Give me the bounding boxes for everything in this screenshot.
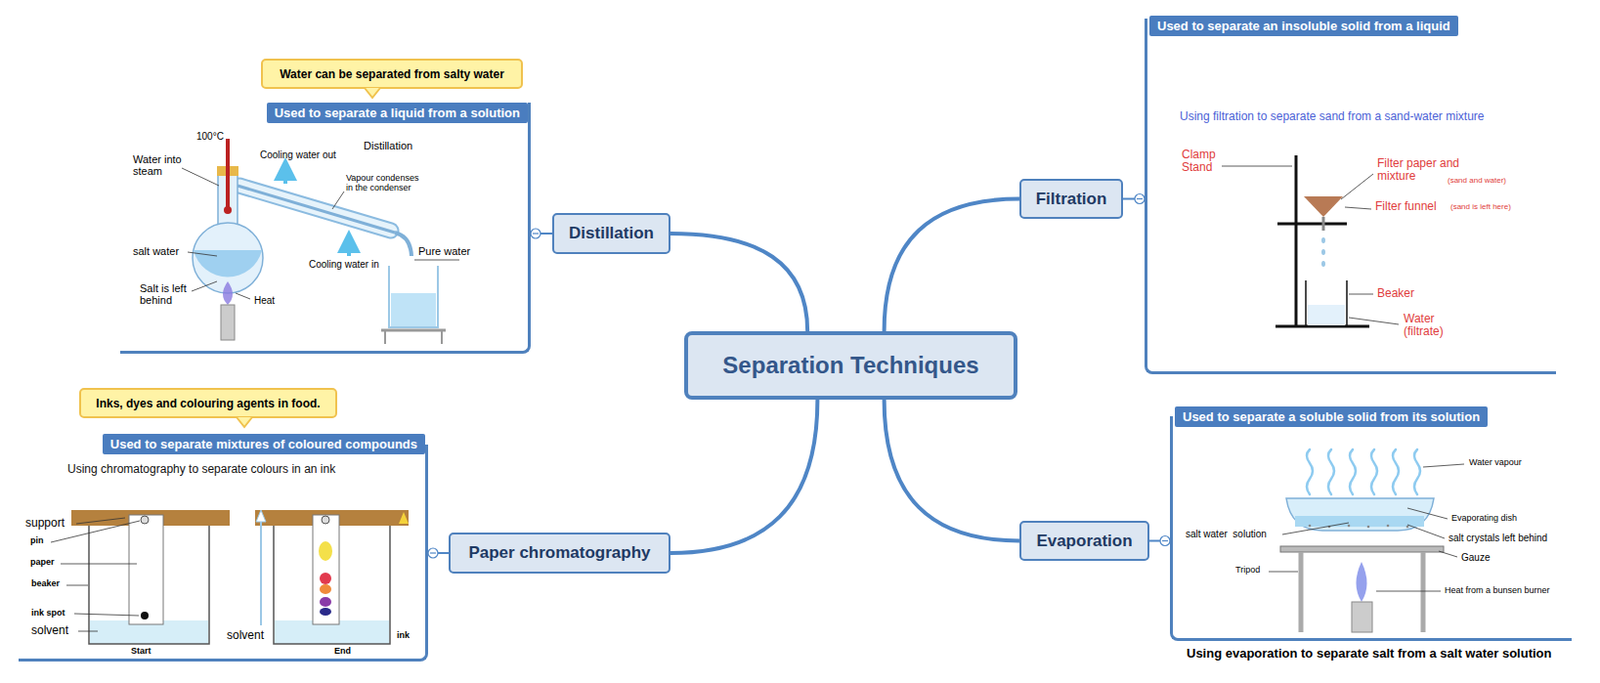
chromatography-apparatus <box>50 510 409 645</box>
part-label: Start <box>130 647 152 657</box>
node-label: Water can be separated from salty water <box>279 67 505 82</box>
branch-connector <box>670 233 808 332</box>
filtration-apparatus <box>1221 155 1399 327</box>
branch-connector <box>1149 536 1171 547</box>
part-label: Tripod <box>1235 565 1260 576</box>
part-label: beaker <box>31 579 60 590</box>
panel-caption: Using evaporation to separate salt from … <box>1186 646 1552 661</box>
branch-connector <box>884 199 1020 333</box>
part-label: pin <box>30 536 44 547</box>
callout-tail <box>236 417 253 430</box>
part-label: Water vapour <box>1469 458 1522 469</box>
node-label: Paper chromatography <box>468 543 650 563</box>
panel-heading: Used to separate mixtures of coloured co… <box>102 433 426 455</box>
branch-topic: Evaporation <box>1019 520 1150 562</box>
branch-topic: Filtration <box>1019 178 1124 219</box>
topic-panel: Used to separate an insoluble solid from… <box>1144 18 1557 375</box>
node-label: Evaporation <box>1036 531 1132 552</box>
panel-heading: Used to separate a liquid from a solutio… <box>266 102 528 124</box>
branch-connector <box>670 233 808 332</box>
part-label: Pure water <box>418 245 471 258</box>
panel-heading: Used to separate a soluble solid from it… <box>1174 406 1488 428</box>
part-label: Beaker <box>1377 287 1415 301</box>
node-label: Filtration <box>1036 189 1108 210</box>
collapse-toggle <box>530 228 541 239</box>
branch-connector <box>529 228 553 239</box>
callout-note: Water can be separated from salty water <box>260 58 523 89</box>
collapse-toggle <box>1134 194 1145 205</box>
branch-topic: Paper chromatography <box>448 532 671 574</box>
collapse-toggle <box>430 552 436 554</box>
part-label: Gauze <box>1461 552 1490 563</box>
part-label: Evaporating dish <box>1451 514 1517 524</box>
branch-topic: Distillation <box>552 213 671 255</box>
part-label: ink spot <box>31 608 66 619</box>
part-label: Cooling water out <box>259 149 337 161</box>
branch-connector <box>884 199 1020 333</box>
callout-tail <box>364 87 381 100</box>
collapse-toggle <box>428 548 438 559</box>
part-label: Vapour condenses in the condenser <box>345 173 425 194</box>
evaporation-apparatus <box>1268 449 1465 633</box>
part-label: Water (filtrate) <box>1403 312 1453 339</box>
collapse-toggle <box>1162 540 1168 542</box>
callout-tail <box>236 417 253 428</box>
part-label: salt water <box>132 245 179 258</box>
part-label: solvent <box>31 624 69 638</box>
distillation-apparatus <box>181 138 460 345</box>
part-label: Filter funnel <box>1375 200 1437 214</box>
part-label: Heat <box>254 295 275 306</box>
part-label: 100°C <box>196 130 224 142</box>
branch-connector <box>670 399 818 554</box>
node-label: Distillation <box>568 223 654 244</box>
part-label: paper <box>30 558 55 568</box>
callout-note: Inks, dyes and colouring agents in food. <box>79 388 338 419</box>
central-topic: Separation Techniques <box>684 331 1018 400</box>
part-label: (sand and water) <box>1447 176 1507 186</box>
node-label: Inks, dyes and colouring agents in food. <box>95 396 320 411</box>
branch-connector <box>427 548 449 559</box>
branch-connector <box>884 399 1020 542</box>
collapse-toggle <box>1160 536 1170 547</box>
collapse-toggle <box>532 232 539 234</box>
part-label: Water into steam <box>132 153 182 177</box>
collapse-toggle <box>1136 198 1143 200</box>
branch-connector <box>670 399 818 554</box>
part-label: Cooling water in <box>308 259 380 270</box>
panel-caption: Using filtration to separate sand from a… <box>1179 109 1484 124</box>
part-label: (sand is left here) <box>1450 203 1512 213</box>
part-label: Distillation <box>363 139 413 152</box>
part-label: salt crystals left behind <box>1448 532 1548 544</box>
branch-connector <box>1123 194 1146 205</box>
callout-tail <box>364 87 381 98</box>
branch-connector <box>884 399 1020 542</box>
part-label: support <box>25 517 65 530</box>
part-label: solvent <box>226 629 264 643</box>
topic-panel: Used to separate a liquid from a solutio… <box>120 102 531 354</box>
node-label: Separation Techniques <box>722 351 979 380</box>
part-label: Heat from a bunsen burner <box>1444 586 1551 597</box>
panel-heading: Used to separate an insoluble solid from… <box>1149 15 1459 37</box>
part-label: Salt is left behind <box>139 282 191 306</box>
panel-caption: Using chromatography to separate colours… <box>67 462 336 476</box>
part-label: ink <box>396 631 410 642</box>
part-label: Clamp Stand <box>1181 148 1226 174</box>
part-label: salt water solution <box>1185 528 1267 540</box>
topic-panel: Used to separate mixtures of coloured co… <box>18 444 429 662</box>
part-label: End <box>334 647 351 657</box>
